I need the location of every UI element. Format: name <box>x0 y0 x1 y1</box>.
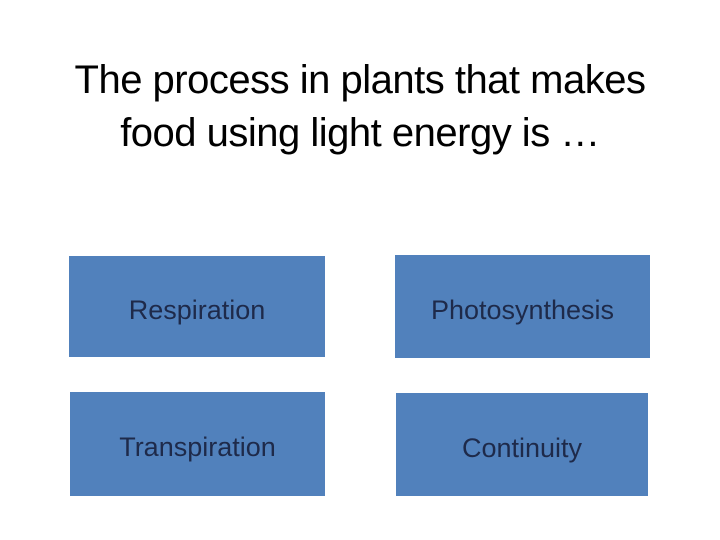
answer-box-photosynthesis[interactable]: Photosynthesis <box>395 255 650 358</box>
question-title: The process in plants that makes food us… <box>0 54 720 160</box>
question-title-line-2: food using light energy is … <box>120 111 600 155</box>
answer-box-transpiration[interactable]: Transpiration <box>70 392 325 496</box>
question-title-line-1: The process in plants that makes <box>74 58 646 102</box>
answer-box-respiration[interactable]: Respiration <box>69 256 325 357</box>
answer-box-continuity[interactable]: Continuity <box>396 393 648 496</box>
